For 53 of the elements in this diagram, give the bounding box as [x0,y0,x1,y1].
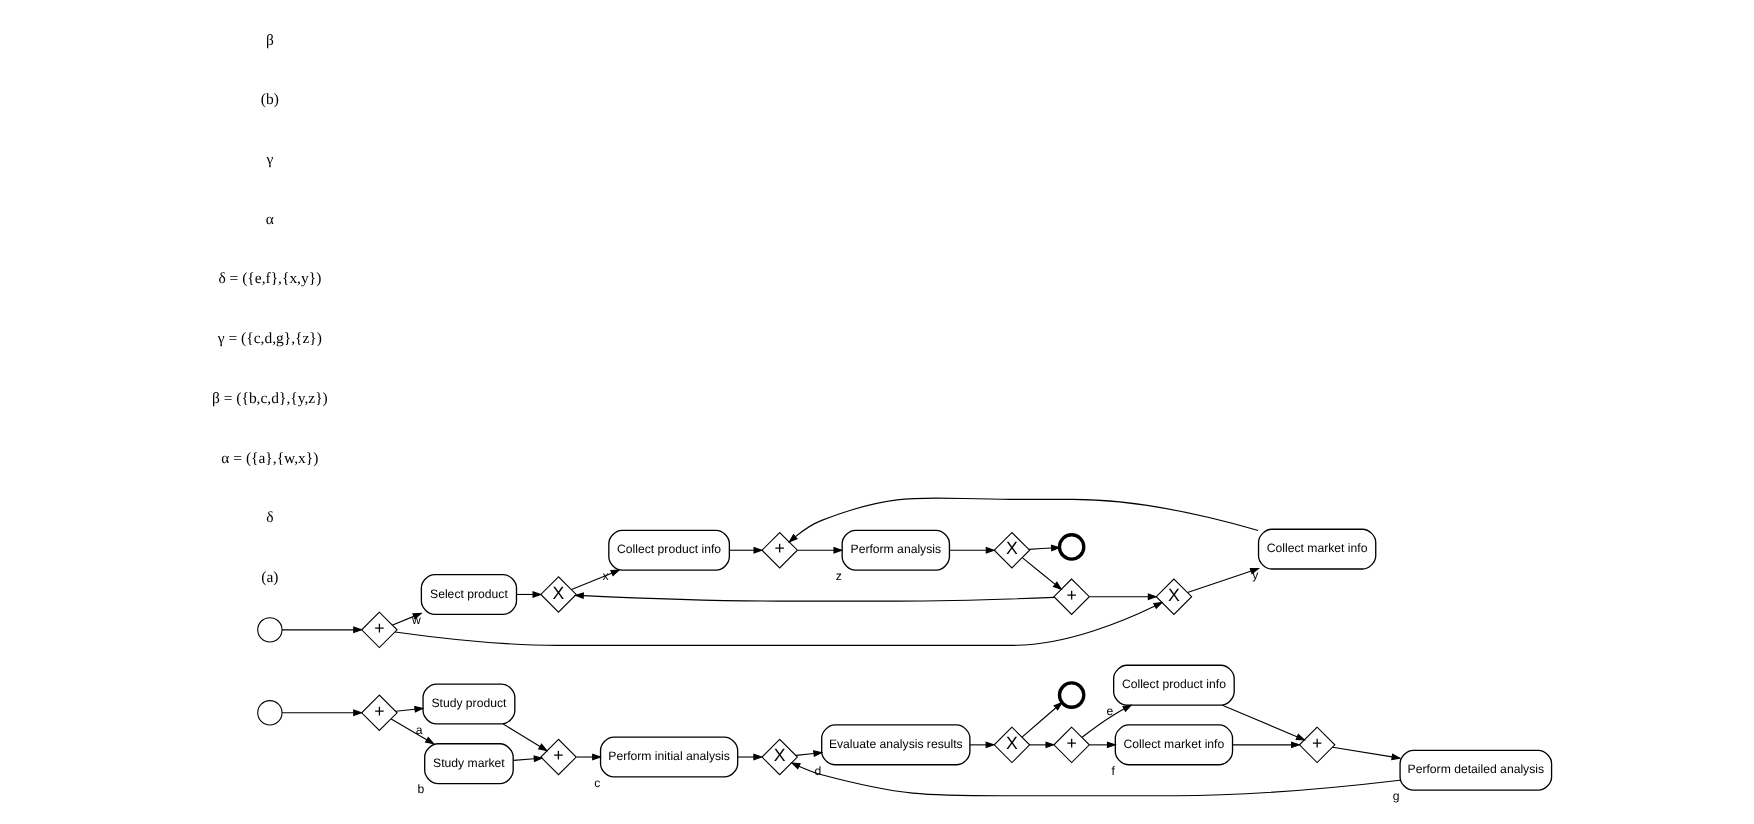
arrow [1187,567,1261,593]
node-diamond: + [1053,726,1091,764]
arrow [512,755,544,763]
node-diamond: X [993,531,1031,569]
arrow [281,709,364,717]
arrow [1028,544,1062,552]
arrow [1089,741,1117,749]
arrow [737,753,764,761]
node-diamond: X [1155,578,1193,616]
node-circle [257,700,283,726]
label: γ [266,149,274,168]
node-circle [1057,533,1086,561]
node-circle [1057,681,1086,709]
arrow [797,546,844,554]
label: β [265,30,274,49]
arrow [281,626,364,634]
arrow [948,546,996,554]
arrow [390,718,436,745]
node-diamond: + [360,611,398,649]
label: (b) [260,90,279,109]
arrow [1332,746,1402,761]
arrow [788,497,1259,543]
label: α = ({a},{w,x}) [221,448,319,467]
arrow [1232,741,1302,749]
node-diamond: + [1298,726,1336,764]
arrow [1081,704,1133,738]
arrow [969,741,996,749]
arrow [571,569,621,591]
label: γ = ({c,d,g},{z}) [217,329,322,348]
node-diamond: + [540,738,577,776]
arrow [1221,704,1306,741]
arrow [1021,701,1064,738]
label: δ [266,508,274,527]
node-diamond: + [360,694,398,732]
arrow [1089,593,1158,601]
arrow [573,592,1055,602]
arrow [1029,741,1056,749]
arrow [790,762,1401,797]
arrow [1021,557,1063,591]
arrow [795,750,824,757]
node-circle [257,617,283,643]
arrow [394,601,1164,646]
arrow [502,723,549,752]
arrow [728,546,764,554]
arrow [576,753,603,761]
label: β = ({b,c,d},{y,z}) [212,388,328,407]
node-diamond: X [993,726,1031,764]
label: α [265,209,274,228]
label: (a) [261,567,279,586]
label: δ = ({e,f},{x,y}) [218,269,322,288]
arrow [395,705,425,713]
node-diamond: X [540,576,577,613]
arrow [392,612,423,626]
